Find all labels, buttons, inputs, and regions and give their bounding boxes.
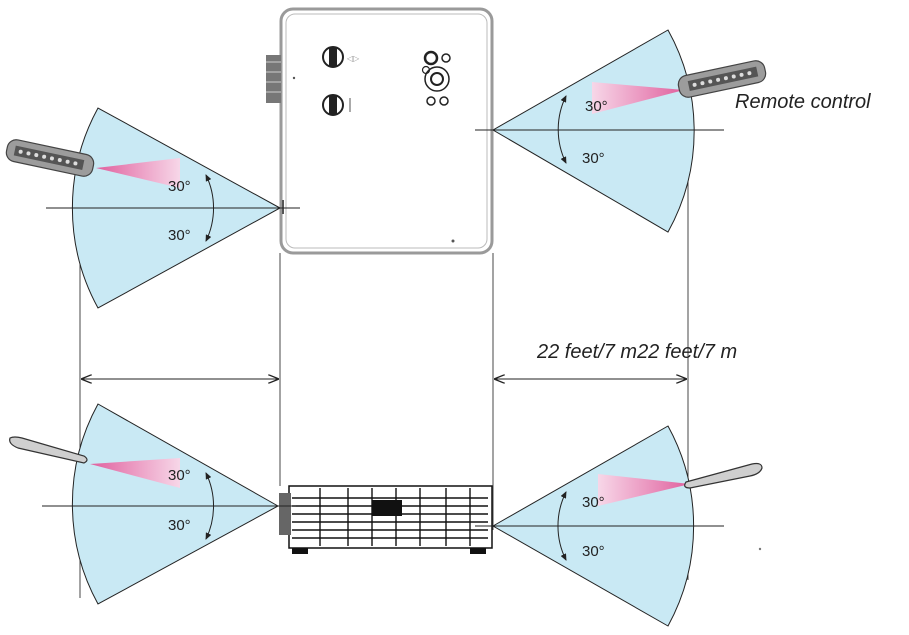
angle-label: 30° — [168, 178, 191, 195]
angle-label: 30° — [582, 150, 605, 167]
remote-control-icon — [5, 139, 95, 177]
lens-housing-side — [279, 493, 291, 535]
angle-label: 30° — [168, 467, 191, 484]
remote-control-label: Remote control — [735, 91, 871, 113]
remote-control-side-icon — [9, 436, 88, 464]
svg-text:◁▷: ◁▷ — [346, 54, 360, 63]
angle-label: 30° — [582, 494, 605, 511]
reception-zone-top-right: 30° 30° — [475, 29, 724, 233]
distance-label: 22 feet/7 m22 feet/7 m — [536, 341, 737, 363]
ir-beam — [96, 158, 180, 188]
reception-zone-bottom-left: 30° 30° — [42, 403, 296, 605]
distance-label-left: 22 feet/7 m — [536, 341, 637, 363]
remote-control-icon — [677, 60, 767, 98]
projector-top-view: ◁▷ — [266, 7, 494, 255]
angle-label: 30° — [582, 543, 605, 560]
zoom-dial-icon — [322, 94, 351, 116]
ir-beam — [90, 458, 180, 488]
remote-control-side-icon — [684, 462, 763, 489]
angle-label: 30° — [168, 227, 191, 244]
angle-label: 30° — [585, 98, 608, 115]
distance-label-right: 22 feet/7 m — [636, 341, 737, 363]
projector-side-view — [279, 485, 493, 554]
angle-label: 30° — [168, 517, 191, 534]
lens-housing-top — [266, 55, 281, 103]
reception-zone-top-left: 30° 30° — [46, 107, 300, 309]
focus-dial-icon: ◁▷ — [322, 46, 360, 68]
ir-beam — [592, 82, 684, 114]
ir-beam — [598, 474, 690, 506]
control-panel-icon — [421, 50, 451, 106]
reception-zone-bottom-right: 30° 30° — [475, 425, 724, 627]
